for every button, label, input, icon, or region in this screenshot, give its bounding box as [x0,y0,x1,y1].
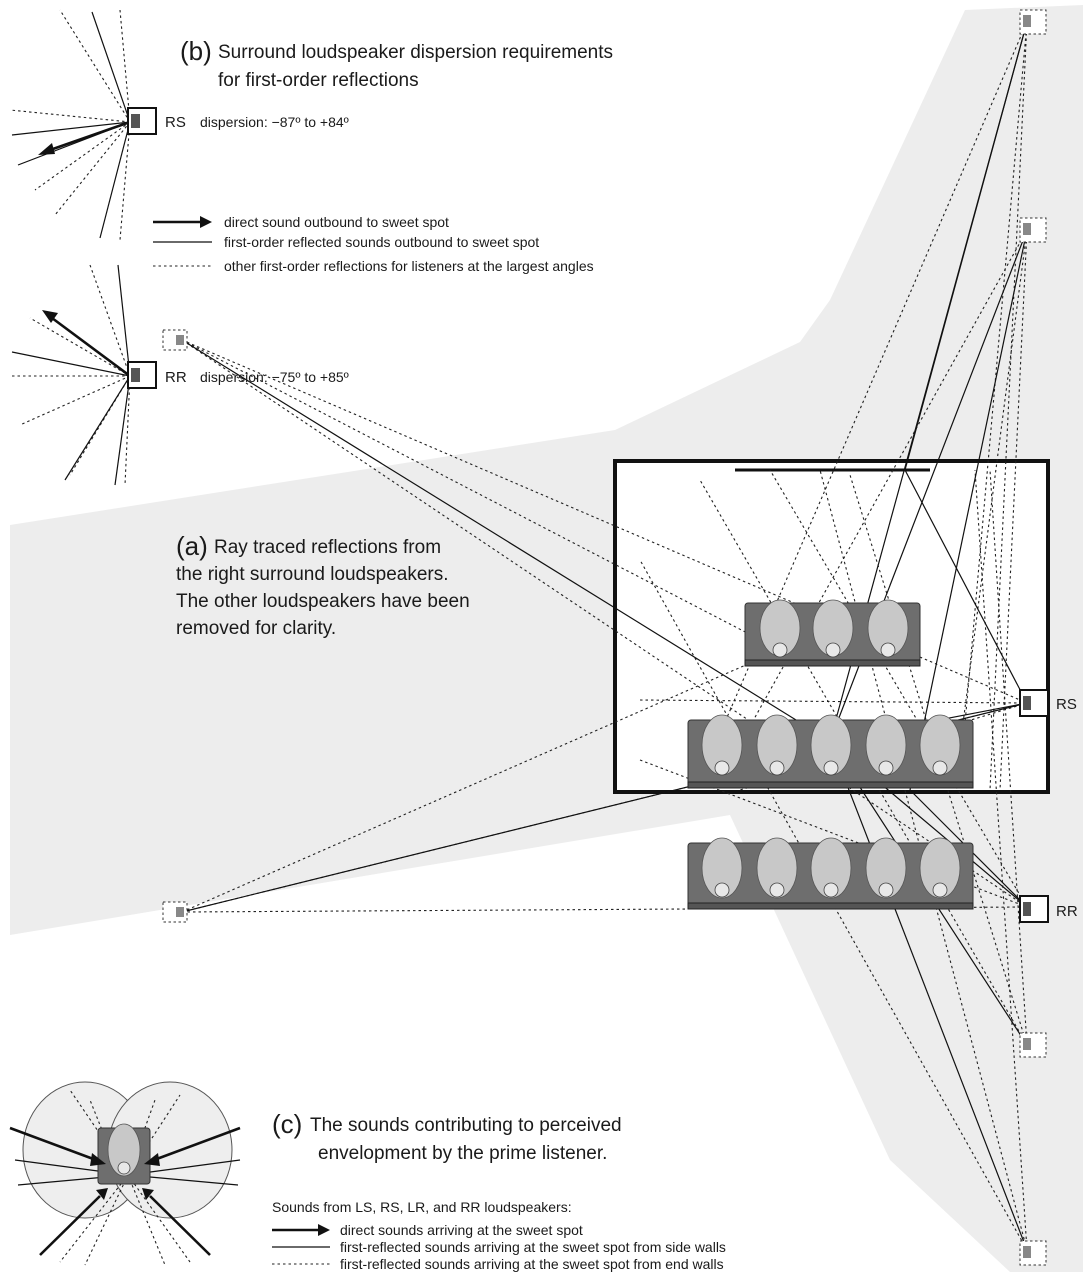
rs-dispersion-fan [9,9,131,241]
rs-dispersion-speaker [127,107,157,135]
image-loudspeakers [162,9,1047,1266]
seating-row-middle [687,714,974,789]
panel-c-legend: Sounds from LS, RS, LR, and RR loudspeak… [272,1199,726,1272]
legend-c-side-wall: first-reflected sounds arriving at the s… [340,1239,726,1255]
legend-b-other: other first-order reflections for listen… [224,258,594,274]
image-speaker-left-lower [162,901,188,923]
rr-loudspeaker [1019,895,1049,923]
background-band [10,5,1083,1272]
seating-row-front [744,599,921,667]
rs-dispersion-range: dispersion: −87º to +84º [200,114,349,130]
image-speaker-left-upper [162,329,188,351]
panel-a-line-3: The other loudspeakers have been [176,591,470,612]
panel-c-letter: (c) [272,1109,302,1139]
legend-c-end-wall: first-reflected sounds arriving at the s… [340,1256,724,1272]
rr-dispersion-range: dispersion: −75º to +85º [200,369,349,385]
legend-c-heading: Sounds from LS, RS, LR, and RR loudspeak… [272,1199,572,1215]
panel-c-title-line-1: The sounds contributing to perceived [310,1115,622,1136]
panel-a-letter: (a) [176,531,208,561]
rs-label: RS [1056,696,1077,713]
rr-dispersion-label: RR [165,369,187,386]
image-speaker-bottom-2 [1019,1240,1047,1266]
panel-a-line-1: Ray traced reflections from [214,537,441,558]
rs-loudspeaker [1019,689,1049,717]
rs-dispersion-label: RS [165,114,186,131]
image-speaker-top-1 [1019,9,1047,35]
panel-b-letter: (b) [180,36,212,66]
envelopment-diagram [9,1081,241,1266]
image-speaker-top-2 [1019,217,1047,243]
panel-a-line-4: removed for clarity. [176,618,336,639]
legend-b-direct: direct sound outbound to sweet spot [224,214,449,230]
panel-b-legend: direct sound outbound to sweet spot firs… [153,214,594,274]
rr-dispersion-fan [10,264,131,486]
legend-c-direct: direct sounds arriving at the sweet spot [340,1222,583,1238]
seating-row-rear [687,837,974,910]
rr-dispersion-speaker [127,361,157,389]
panel-a-line-2: the right surround loudspeakers. [176,564,449,585]
legend-b-reflected: first-order reflected sounds outbound to… [224,234,539,250]
rr-label: RR [1056,903,1078,920]
image-speaker-bottom-1 [1019,1032,1047,1058]
panel-b-title-line-2: for first-order reflections [218,70,419,91]
panel-b-title-line-1: Surround loudspeaker dispersion requirem… [218,42,613,63]
panel-c-title-line-2: envelopment by the prime listener. [318,1143,607,1164]
